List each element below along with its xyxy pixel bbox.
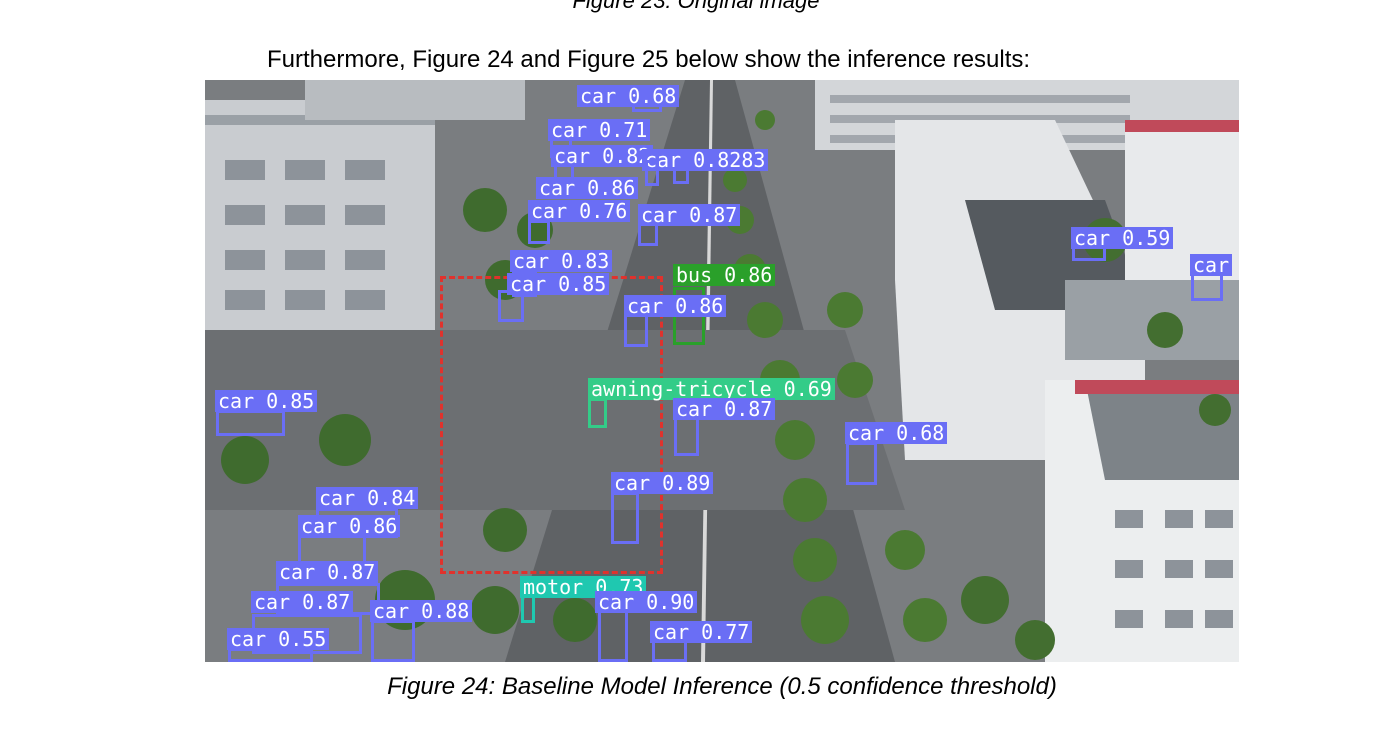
previous-figure-caption: Figure 23: Original image <box>572 0 820 13</box>
figure-caption: Figure 24: Baseline Model Inference (0.5… <box>387 673 1057 700</box>
intro-paragraph: Furthermore, Figure 24 and Figure 25 bel… <box>267 46 1031 73</box>
inference-figure: car 0.68 car 0.71 car 0.82 car 0.8283 ca… <box>205 80 1239 662</box>
